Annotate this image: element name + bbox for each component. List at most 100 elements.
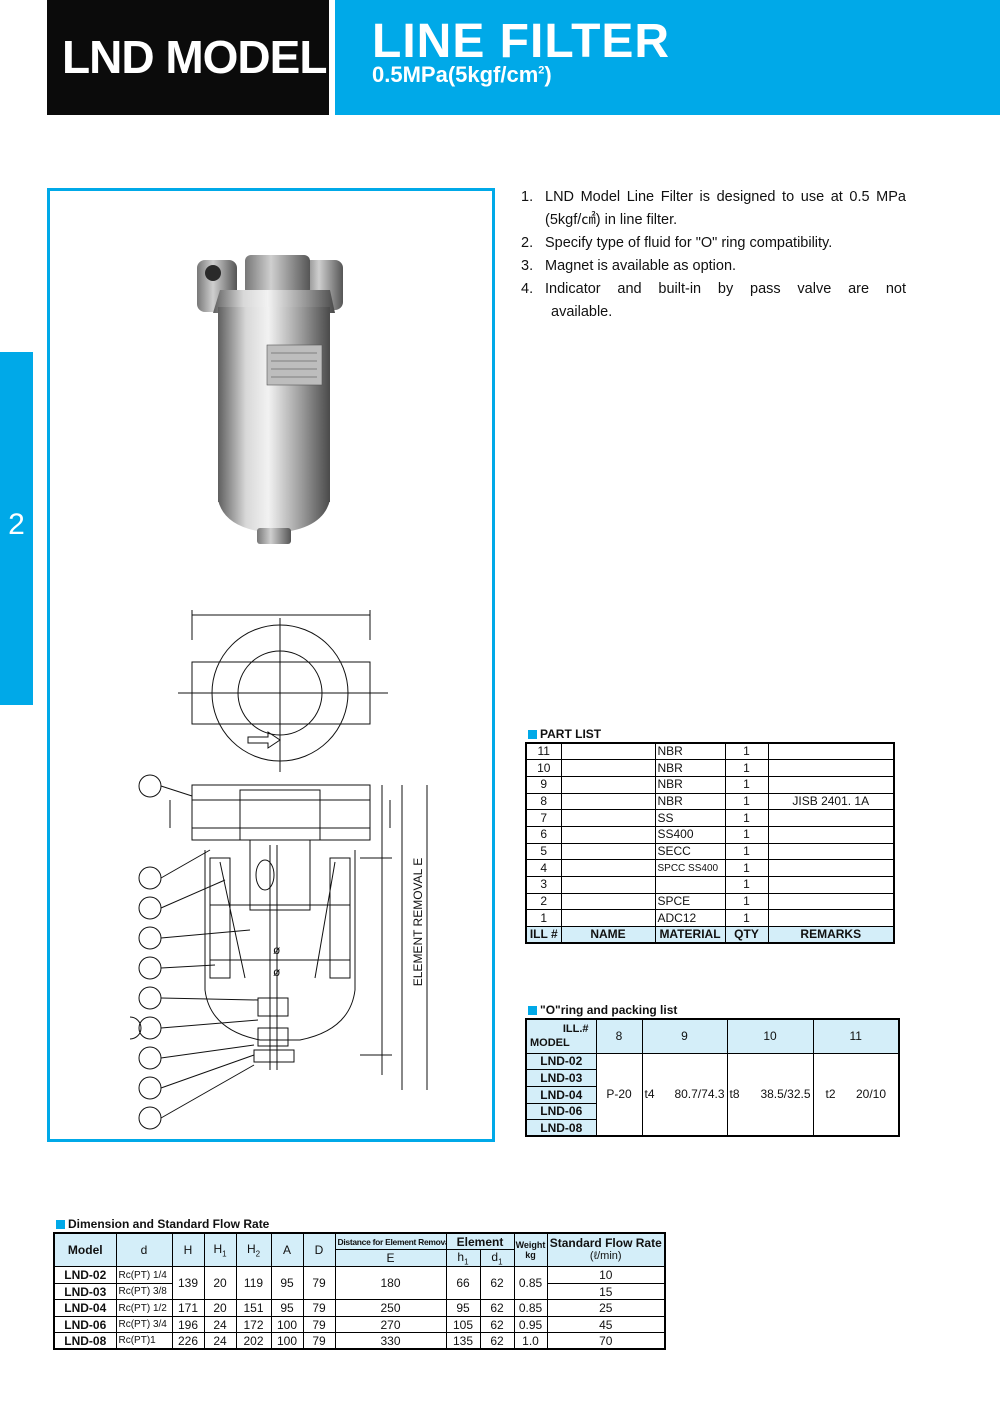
- oring-col-header: 9: [641, 1018, 728, 1054]
- dim-d-cell: Rc(PT) 1/2: [115, 1299, 173, 1317]
- part-material-cell: SPCE: [654, 892, 726, 911]
- dim-cell: 79: [302, 1315, 336, 1334]
- dim-cell: 171: [171, 1299, 205, 1317]
- dim-header-d1: d1: [479, 1248, 515, 1268]
- part-qty-cell: 1: [724, 825, 769, 844]
- dim-header-flow: Standard Flow Rate(ℓ/min): [546, 1232, 666, 1268]
- dim-flow-cell: 45: [546, 1315, 666, 1334]
- dim-flow-cell: 10: [546, 1266, 666, 1284]
- oring-col-header: 11: [812, 1018, 900, 1054]
- note-item: available.: [551, 304, 613, 320]
- part-qty-cell: 1: [724, 809, 769, 827]
- oring-model-cell: LND-02: [525, 1052, 597, 1071]
- part-ill-cell: 7: [525, 809, 562, 827]
- dim-cell: 250: [334, 1299, 447, 1317]
- square-bullet-icon: [56, 1219, 65, 1229]
- square-bullet-icon: [528, 1005, 537, 1015]
- part-name-cell: [560, 892, 656, 911]
- dim-header-e-top: Distance for Element Removal: [334, 1232, 447, 1250]
- note-item: 4.Indicator and built-in by pass valve a…: [521, 281, 906, 297]
- dim-cell: 95: [270, 1299, 304, 1317]
- note-item: (5kgf/㎠) in line filter.: [545, 212, 678, 228]
- dim-d-cell: Rc(PT) 3/8: [115, 1282, 173, 1301]
- dim-header-h1: h1: [445, 1248, 481, 1268]
- note-item: 1.LND Model Line Filter is designed to u…: [521, 189, 906, 205]
- part-name-cell: [560, 809, 656, 827]
- part-header-cell: MATERIAL: [654, 926, 726, 944]
- part-remarks-cell: [767, 809, 895, 827]
- oring-model-cell: LND-03: [525, 1069, 597, 1087]
- dim-cell: 95: [445, 1299, 481, 1317]
- part-material-cell: ADC12: [654, 909, 726, 928]
- part-qty-cell: 1: [724, 876, 769, 894]
- part-material-cell: SECC: [654, 842, 726, 861]
- part-ill-cell: 6: [525, 825, 562, 844]
- dim-cell: 119: [235, 1266, 272, 1301]
- dim-cell: 79: [302, 1299, 336, 1317]
- dim-header-H: H: [171, 1232, 205, 1268]
- part-material-cell: SPCC SS400: [654, 859, 726, 877]
- product-title: LINE FILTER: [372, 15, 671, 68]
- model-title: LND MODEL: [62, 31, 327, 83]
- oring-model-cell: LND-08: [525, 1119, 597, 1137]
- dim-model-cell: LND-08: [53, 1332, 117, 1350]
- dim-cell: 24: [203, 1332, 237, 1350]
- dim-model-cell: LND-06: [53, 1315, 117, 1334]
- dim-model-cell: LND-02: [53, 1266, 117, 1284]
- part-remarks-cell: [767, 759, 895, 777]
- table-row: LND-02 Rc(PT) 1/4 139 20 119 95 79 180 6…: [53, 1266, 666, 1301]
- oring-col-header: 8: [595, 1018, 643, 1054]
- part-name-cell: [560, 775, 656, 794]
- section-tab: [0, 352, 33, 705]
- part-name-cell: [560, 909, 656, 928]
- part-name-cell: [560, 842, 656, 861]
- part-remarks-cell: [767, 842, 895, 861]
- dim-header-d: d: [115, 1232, 173, 1268]
- dim-model-cell: LND-04: [53, 1299, 117, 1317]
- dim-cell: 66: [445, 1266, 481, 1301]
- part-material-cell: NBR: [654, 775, 726, 794]
- dim-model-cell: LND-03: [53, 1282, 117, 1301]
- dim-cell: 151: [235, 1299, 272, 1317]
- dim-cell: 0.95: [513, 1315, 548, 1334]
- part-name-cell: [560, 876, 656, 894]
- part-list-title: PART LIST: [528, 727, 601, 741]
- part-name-cell: [560, 859, 656, 877]
- dim-cell: 0.85: [513, 1299, 548, 1317]
- dim-cell: 62: [479, 1332, 515, 1350]
- dim-cell: 95: [270, 1266, 304, 1301]
- part-ill-cell: 10: [525, 759, 562, 777]
- dimension-title: Dimension and Standard Flow Rate: [56, 1217, 269, 1231]
- part-qty-cell: 1: [724, 842, 769, 861]
- dim-cell: 100: [270, 1315, 304, 1334]
- part-ill-cell: 9: [525, 775, 562, 794]
- part-material-cell: SS400: [654, 825, 726, 844]
- element-removal-label: ELEMENT REMOVAL E: [411, 857, 425, 987]
- diameter-symbol: ø: [273, 965, 281, 979]
- dim-header-D: D: [302, 1232, 336, 1268]
- part-remarks-cell: [767, 892, 895, 911]
- dim-cell: 1.0: [513, 1332, 548, 1350]
- dim-cell: 330: [334, 1332, 447, 1350]
- part-material-cell: NBR: [654, 742, 726, 761]
- oring-list-title: "O"ring and packing list: [528, 1003, 677, 1017]
- table-row: LND-03 Rc(PT) 3/8 15: [53, 1282, 666, 1301]
- diameter-symbol: ø: [273, 943, 281, 957]
- part-qty-cell: 1: [724, 859, 769, 877]
- part-header-cell: NAME: [560, 926, 656, 944]
- oring-model-cell: LND-04: [525, 1085, 597, 1104]
- part-header-cell: ILL #: [525, 926, 562, 944]
